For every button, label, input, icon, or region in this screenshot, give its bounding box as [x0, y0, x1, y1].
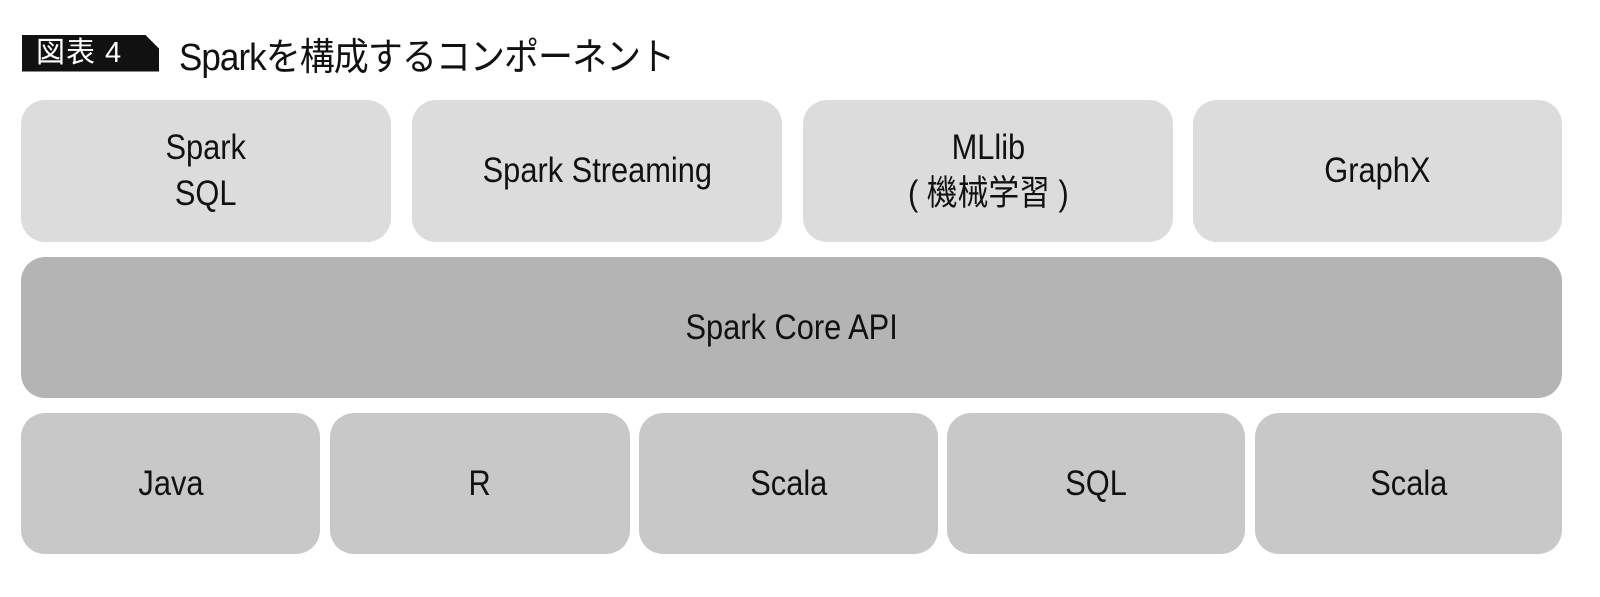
figure-title: Sparkを構成するコンポーネント	[179, 36, 675, 79]
language-sql: SQL	[947, 413, 1245, 554]
component-spark-sql: Spark SQL	[21, 100, 391, 242]
component-label: Spark Streaming	[482, 151, 712, 190]
language-label: SQL	[1065, 463, 1127, 503]
figure-header: 図表 4 Sparkを構成するコンポーネント	[22, 30, 717, 79]
component-mllib: MLlib ( 機械学習 )	[803, 100, 1173, 242]
spark-core-api-layer: Spark Core API	[21, 257, 1562, 398]
component-label: GraphX	[1324, 151, 1431, 190]
language-scala: Scala	[639, 413, 938, 554]
figure-number-badge: 図表 4	[22, 35, 159, 72]
language-label: Scala	[1369, 463, 1448, 503]
language-scala-2: Scala	[1255, 413, 1562, 554]
language-java: Java	[21, 413, 320, 554]
language-r: R	[330, 413, 630, 554]
language-label: Java	[137, 463, 204, 503]
language-label: Scala	[749, 463, 828, 503]
component-label: MLlib ( 機械学習 )	[907, 128, 1069, 213]
component-spark-streaming: Spark Streaming	[412, 100, 782, 242]
component-label: Spark SQL	[165, 128, 247, 213]
component-graphx: GraphX	[1193, 100, 1562, 242]
core-label: Spark Core API	[685, 307, 898, 347]
language-label: R	[468, 463, 492, 503]
